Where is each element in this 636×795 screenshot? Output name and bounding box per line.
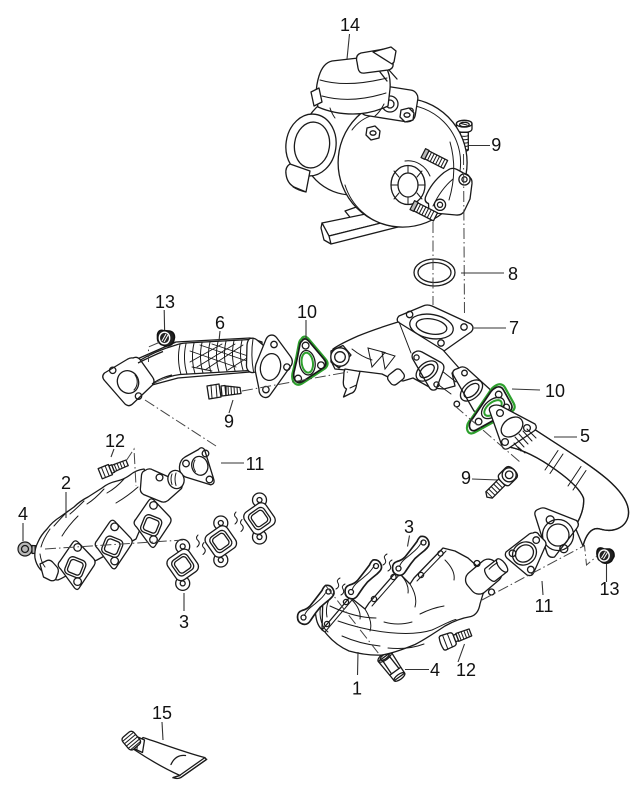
svg-text:9: 9: [491, 135, 501, 155]
svg-text:12: 12: [456, 660, 476, 680]
svg-text:4: 4: [18, 504, 28, 524]
svg-text:15: 15: [152, 703, 172, 723]
svg-text:10: 10: [545, 381, 565, 401]
svg-text:9: 9: [461, 468, 471, 488]
svg-text:6: 6: [215, 313, 225, 333]
svg-text:2: 2: [61, 473, 71, 493]
svg-text:11: 11: [535, 596, 554, 616]
svg-text:5: 5: [580, 426, 590, 446]
svg-text:9: 9: [224, 412, 234, 432]
svg-text:1: 1: [352, 679, 362, 699]
svg-text:14: 14: [340, 15, 360, 35]
svg-text:3: 3: [404, 517, 414, 537]
svg-text:12: 12: [105, 431, 125, 451]
svg-text:13: 13: [155, 292, 175, 312]
svg-text:13: 13: [599, 579, 619, 599]
svg-text:10: 10: [297, 302, 317, 322]
svg-text:3: 3: [179, 612, 189, 632]
svg-text:11: 11: [246, 454, 265, 474]
svg-text:4: 4: [430, 660, 440, 680]
svg-text:7: 7: [509, 318, 519, 338]
svg-text:8: 8: [508, 264, 518, 284]
